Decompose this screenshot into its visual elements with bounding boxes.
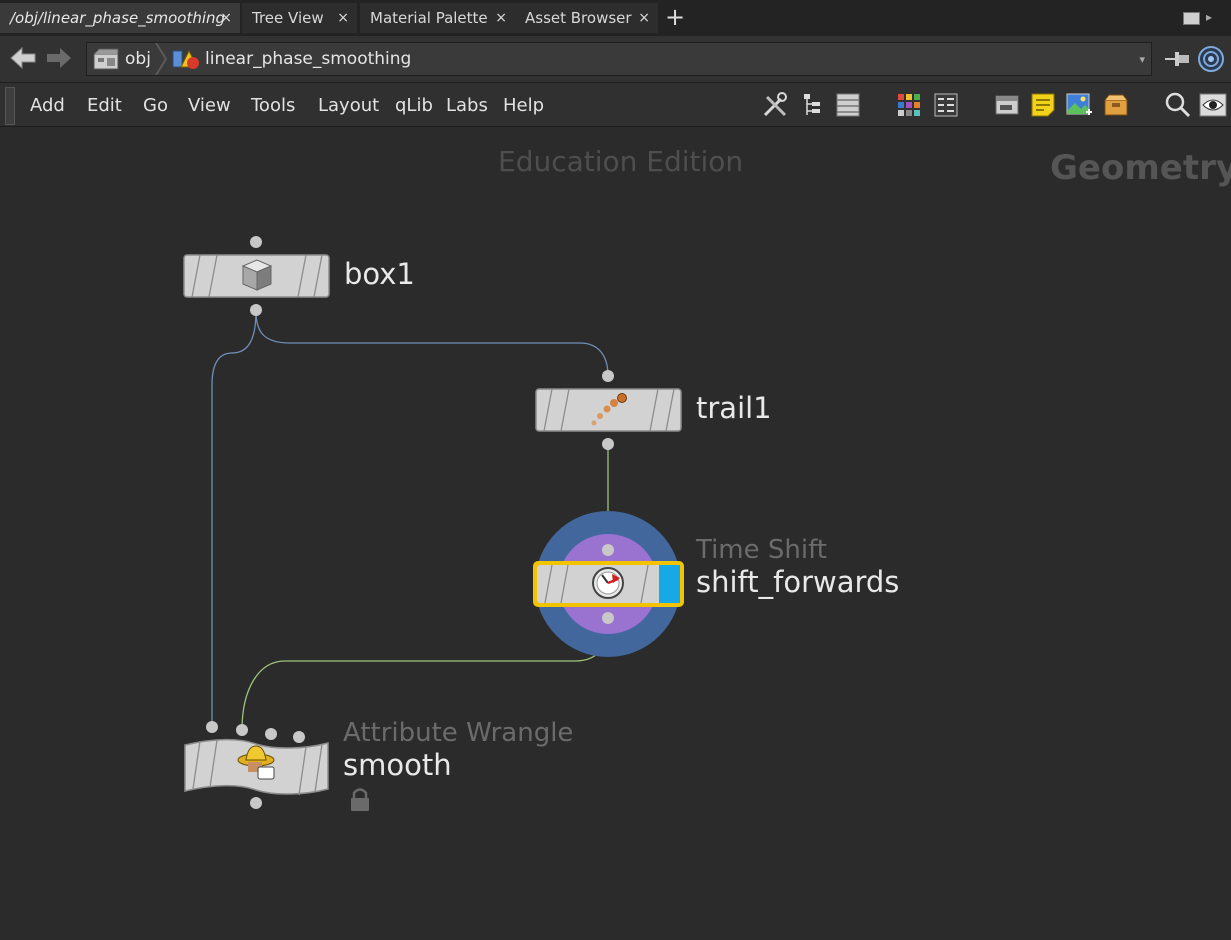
color-grid-icon[interactable] — [895, 91, 923, 119]
chevron-down-icon[interactable]: ▾ — [1139, 53, 1145, 66]
breadcrumb-label: obj — [125, 49, 151, 69]
node-name-trail1[interactable]: trail1 — [696, 391, 772, 425]
node-box1[interactable] — [183, 236, 330, 316]
node-name-shift-forwards[interactable]: shift_forwards — [696, 565, 900, 599]
input-connector[interactable] — [206, 721, 218, 733]
tab-asset-browser[interactable]: Asset Browser × — [515, 3, 658, 33]
menu-go[interactable]: Go — [143, 95, 168, 116]
search-icon[interactable] — [1164, 91, 1192, 119]
wire-shift-to-smooth[interactable] — [241, 617, 609, 731]
output-connector[interactable] — [250, 797, 262, 809]
input-connector[interactable] — [602, 370, 614, 382]
sticky-note-icon[interactable] — [1029, 91, 1057, 119]
tab-bar: /obj/linear_phase_smoothing × Tree View … — [0, 0, 1231, 36]
display-flag[interactable] — [659, 565, 680, 603]
pin-icon[interactable] — [1163, 45, 1191, 73]
background-image-icon[interactable] — [1065, 91, 1093, 119]
trail-icon — [591, 393, 627, 426]
wrench-icon[interactable] — [761, 91, 789, 119]
box-icon — [241, 259, 273, 291]
add-tab-icon[interactable]: + — [665, 3, 686, 31]
close-icon[interactable]: × — [495, 10, 507, 26]
breadcrumb-label: linear_phase_smoothing — [205, 49, 412, 69]
node-name-smooth[interactable]: smooth — [343, 748, 452, 782]
output-connector[interactable] — [602, 438, 614, 450]
node-trail1[interactable] — [535, 370, 682, 450]
link-icon[interactable] — [1197, 45, 1225, 73]
wire-box1-to-trail1[interactable] — [255, 310, 609, 377]
wire-box1-to-smooth[interactable] — [211, 310, 257, 727]
parameter-grid-icon[interactable] — [932, 91, 960, 119]
node-smooth[interactable] — [184, 721, 369, 812]
path-field[interactable]: obj linear_phase_smoothing ▾ — [86, 42, 1152, 76]
input-connector[interactable] — [236, 724, 248, 736]
network-context-label: Geometry — [1050, 148, 1231, 188]
menu-bar: Add Edit Go View Tools Layout qLib Labs … — [0, 83, 1231, 127]
close-icon[interactable]: × — [337, 10, 349, 26]
menu-labs[interactable]: Labs — [446, 95, 488, 116]
tab-network-path[interactable]: /obj/linear_phase_smoothing × — [0, 3, 240, 33]
back-arrow-icon[interactable] — [8, 44, 38, 72]
breadcrumb-separator-icon — [155, 43, 168, 75]
tab-tree-view[interactable]: Tree View × — [242, 3, 357, 33]
scene-icon — [93, 48, 119, 70]
menu-qlib[interactable]: qLib — [395, 95, 433, 116]
geometry-object-icon — [172, 49, 199, 69]
tab-label: Material Palette — [370, 9, 488, 27]
forward-arrow-icon[interactable] — [44, 44, 74, 72]
eye-icon[interactable] — [1199, 91, 1227, 119]
lock-icon[interactable] — [351, 788, 369, 812]
network-box-icon[interactable] — [993, 91, 1021, 119]
tab-label: Tree View — [252, 9, 324, 27]
node-shift-forwards[interactable] — [533, 511, 684, 657]
tab-label: /obj/linear_phase_smoothing — [10, 9, 226, 27]
edition-watermark: Education Edition — [498, 145, 744, 178]
menu-help[interactable]: Help — [503, 95, 545, 116]
menu-tools[interactable]: Tools — [251, 95, 296, 116]
output-connector[interactable] — [602, 612, 614, 624]
input-connector[interactable] — [293, 731, 305, 743]
tree-icon[interactable] — [798, 91, 826, 119]
maximize-pane-icon[interactable] — [1183, 12, 1200, 25]
node-type-smooth: Attribute Wrangle — [343, 718, 574, 748]
list-icon[interactable] — [834, 91, 862, 119]
timeshift-icon — [592, 567, 624, 599]
toolbar-handle[interactable] — [5, 87, 15, 125]
input-connector[interactable] — [265, 728, 277, 740]
subnet-icon[interactable] — [1102, 91, 1130, 119]
menu-layout[interactable]: Layout — [318, 95, 380, 116]
node-name-box1[interactable]: box1 — [344, 257, 415, 291]
menu-add[interactable]: Add — [30, 95, 65, 116]
close-icon[interactable]: × — [220, 10, 232, 26]
input-connector[interactable] — [602, 544, 614, 556]
pane-menu-icon[interactable]: ▸ — [1206, 10, 1213, 24]
wrangle-cowboy-icon — [237, 745, 275, 780]
path-bar: obj linear_phase_smoothing ▾ — [0, 36, 1231, 83]
output-connector[interactable] — [250, 304, 262, 316]
tab-label: Asset Browser — [525, 9, 632, 27]
close-icon[interactable]: × — [638, 10, 650, 26]
input-connector[interactable] — [250, 236, 262, 248]
menu-view[interactable]: View — [188, 95, 231, 116]
tab-material-palette[interactable]: Material Palette × — [360, 3, 515, 33]
menu-edit[interactable]: Edit — [87, 95, 122, 116]
node-type-shift: Time Shift — [696, 535, 827, 565]
